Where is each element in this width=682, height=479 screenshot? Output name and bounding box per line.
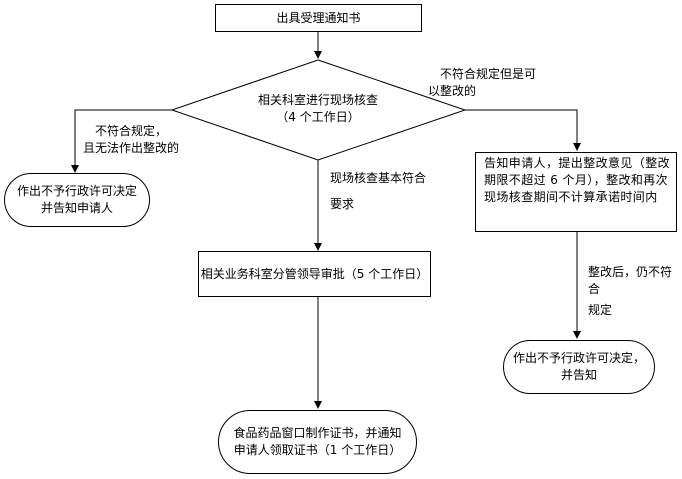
issue-notice-label: 出具受理通知书 [276,10,361,25]
left-reject-line1: 作出不予行政许可决定 [16,184,137,198]
left-reject-box: 作出不予行政许可决定 并告知申请人 [4,173,150,227]
left-reject-line2: 并告知申请人 [40,201,113,215]
edge-label-basic-compliant: 现场核查基本符合 要求 [330,170,426,213]
right-reject-box: 作出不予行政许可决定， 并告知 [503,340,655,394]
inspection-label-line1: 相关科室进行现场核查 [257,93,378,107]
edge-label-still-non-compliant: 整改后，仍不符合 规定 [588,264,682,319]
rectify-notice-box: 告知申请人，提出整改意见（整改期限不超过 6 个月），整改和再次现场核查期间不计… [475,152,677,232]
edge-label-rectifiable: 不符合规定但是可 以整改的 [428,66,536,100]
edge-label-still-non-compliant-line2: 规定 [588,303,613,317]
edge-to-rectify [465,109,581,151]
right-reject-line1: 作出不予行政许可决定， [512,351,645,365]
approval-box: 相关业务科室分管领导审批（5 个工作日） [198,251,431,297]
edge-label-rectifiable-line1: 不符合规定但是可 [440,67,537,81]
certificate-line2: 申请人领取证书（1 个工作日） [233,443,402,457]
edge-label-basic-compliant-line2: 要求 [330,197,355,211]
inspection-label-line2: （4 个工作日） [276,110,360,124]
inspection-label: 相关科室进行现场核查 （4 个工作日） [215,92,421,126]
edge-to-left-reject [71,109,172,173]
issue-notice-box: 出具受理通知书 [215,4,422,32]
edge-label-basic-compliant-line1: 现场核查基本符合 [330,171,427,185]
edge-label-not-compliant-line2: 且无法作出整改的 [83,141,180,155]
certificate-box: 食品药品窗口制作证书，并通知 申请人领取证书（1 个工作日） [218,410,417,474]
rectify-notice-text: 告知申请人，提出整改意见（整改期限不超过 6 个月），整改和再次现场核查期间不计… [484,156,671,204]
edge-label-rectifiable-line2: 以整改的 [428,84,477,98]
edge-label-not-compliant: 不符合规定， 且无法作出整改的 [83,123,179,157]
edge-label-still-non-compliant-line1: 整改后，仍不符合 [588,265,673,296]
approval-label: 相关业务科室分管领导审批（5 个工作日） [200,266,429,281]
edge-label-not-compliant-line1: 不符合规定， [95,124,168,138]
right-reject-line2: 并告知 [560,368,597,382]
certificate-line1: 食品药品窗口制作证书，并通知 [233,426,402,440]
